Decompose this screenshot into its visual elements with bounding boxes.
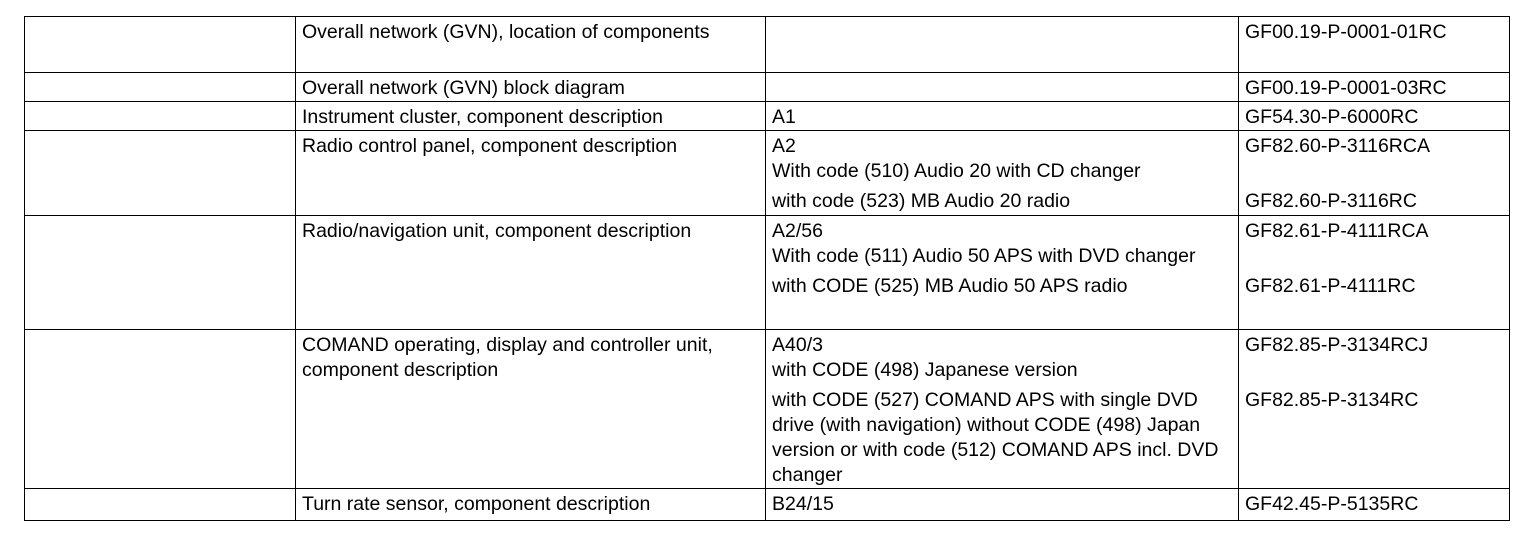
code-segment: with code (523) MB Audio 20 radio (772, 189, 1232, 214)
component-code-cell (765, 16, 1239, 73)
component-code-text: A1 (772, 106, 796, 128)
component-code-text: with CODE (527) COMAND APS with single D… (772, 389, 1219, 486)
blank-cell (24, 329, 296, 489)
component-code-text: A40/3 (772, 334, 823, 356)
component-code-cell: A1 (765, 101, 1239, 131)
reference-number: GF00.19-P-0001-01RC (1245, 21, 1447, 43)
component-code-text: A2 (772, 135, 796, 157)
code-segment: with CODE (525) MB Audio 50 APS radio (772, 274, 1232, 299)
table-row: Radio control panel, component descripti… (24, 130, 1510, 216)
reference-number-cell: GF00.19-P-0001-01RC (1238, 16, 1510, 73)
document-title-cell: Radio control panel, component descripti… (295, 130, 766, 216)
reference-number: GF82.60-P-3116RC (1245, 190, 1417, 212)
code-segment: B24/15 (772, 492, 1232, 517)
blank-cell (24, 16, 296, 73)
reference-number-cell: GF42.45-P-5135RC (1238, 488, 1510, 521)
table-body: Overall network (GVN), location of compo… (24, 16, 1510, 521)
document-title-cell: Overall network (GVN) block diagram (295, 72, 766, 102)
table-row: Overall network (GVN), location of compo… (24, 16, 1510, 73)
code-segment: A1 (772, 105, 1232, 130)
table-row: Overall network (GVN) block diagram GF00.… (24, 72, 1510, 102)
document-title-cell: Radio/navigation unit, component descrip… (295, 215, 766, 330)
reference-number-cell: GF82.85-P-3134RCJ GF82.85-P-3134RC (1238, 329, 1510, 489)
reference-number: GF00.19-P-0001-03RC (1245, 77, 1447, 99)
component-code-cell (765, 72, 1239, 102)
reference-number-cell: GF00.19-P-0001-03RC (1238, 72, 1510, 102)
document-title-cell: Overall network (GVN), location of compo… (295, 16, 766, 73)
component-code-text: With code (510) Audio 20 with CD changer (772, 160, 1141, 182)
component-code-cell: A40/3 with CODE (498) Japanese version wit… (765, 329, 1239, 489)
code-segment: with CODE (527) COMAND APS with single D… (772, 388, 1232, 488)
table-row: Radio/navigation unit, component descrip… (24, 215, 1510, 330)
document-title-cell: COMAND operating, display and controller… (295, 329, 766, 489)
blank-cell (24, 101, 296, 131)
table-row: COMAND operating, display and controller… (24, 329, 1510, 489)
component-code-text: with code (523) MB Audio 20 radio (772, 190, 1071, 212)
component-code-cell: B24/15 (765, 488, 1239, 521)
reference-number: GF54.30-P-6000RC (1245, 106, 1419, 128)
document-title-cell: Instrument cluster, component descriptio… (295, 101, 766, 131)
component-code-text: B24/15 (772, 493, 834, 515)
code-segment: A40/3 with CODE (498) Japanese version (772, 333, 1232, 383)
blank-cell (24, 215, 296, 330)
reference-number: GF42.45-P-5135RC (1245, 493, 1419, 515)
document-title-cell: Turn rate sensor, component description (295, 488, 766, 521)
blank-cell (24, 488, 296, 521)
component-code-text: with CODE (525) MB Audio 50 APS radio (772, 275, 1128, 297)
component-reference-table: Overall network (GVN), location of compo… (24, 16, 1510, 521)
reference-number-cell: GF54.30-P-6000RC (1238, 101, 1510, 131)
reference-number: GF82.85-P-3134RC (1245, 389, 1419, 411)
blank-cell (24, 130, 296, 216)
reference-number: GF82.61-P-4111RCA (1245, 220, 1429, 242)
reference-number-cell: GF82.60-P-3116RCA GF82.60-P-3116RC (1238, 130, 1510, 216)
reference-number: GF82.61-P-4111RC (1245, 275, 1416, 297)
blank-cell (24, 72, 296, 102)
reference-number: GF82.60-P-3116RCA (1245, 135, 1430, 157)
table-row: Instrument cluster, component descriptio… (24, 101, 1510, 131)
reference-number: GF82.85-P-3134RCJ (1245, 334, 1429, 356)
component-code-text: With code (511) Audio 50 APS with DVD ch… (772, 245, 1196, 267)
component-code-text: A2/56 (772, 220, 823, 242)
component-code-text: with CODE (498) Japanese version (772, 359, 1078, 381)
table-row: Turn rate sensor, component description B… (24, 488, 1510, 521)
reference-number-cell: GF82.61-P-4111RCA GF82.61-P-4111RC (1238, 215, 1510, 330)
